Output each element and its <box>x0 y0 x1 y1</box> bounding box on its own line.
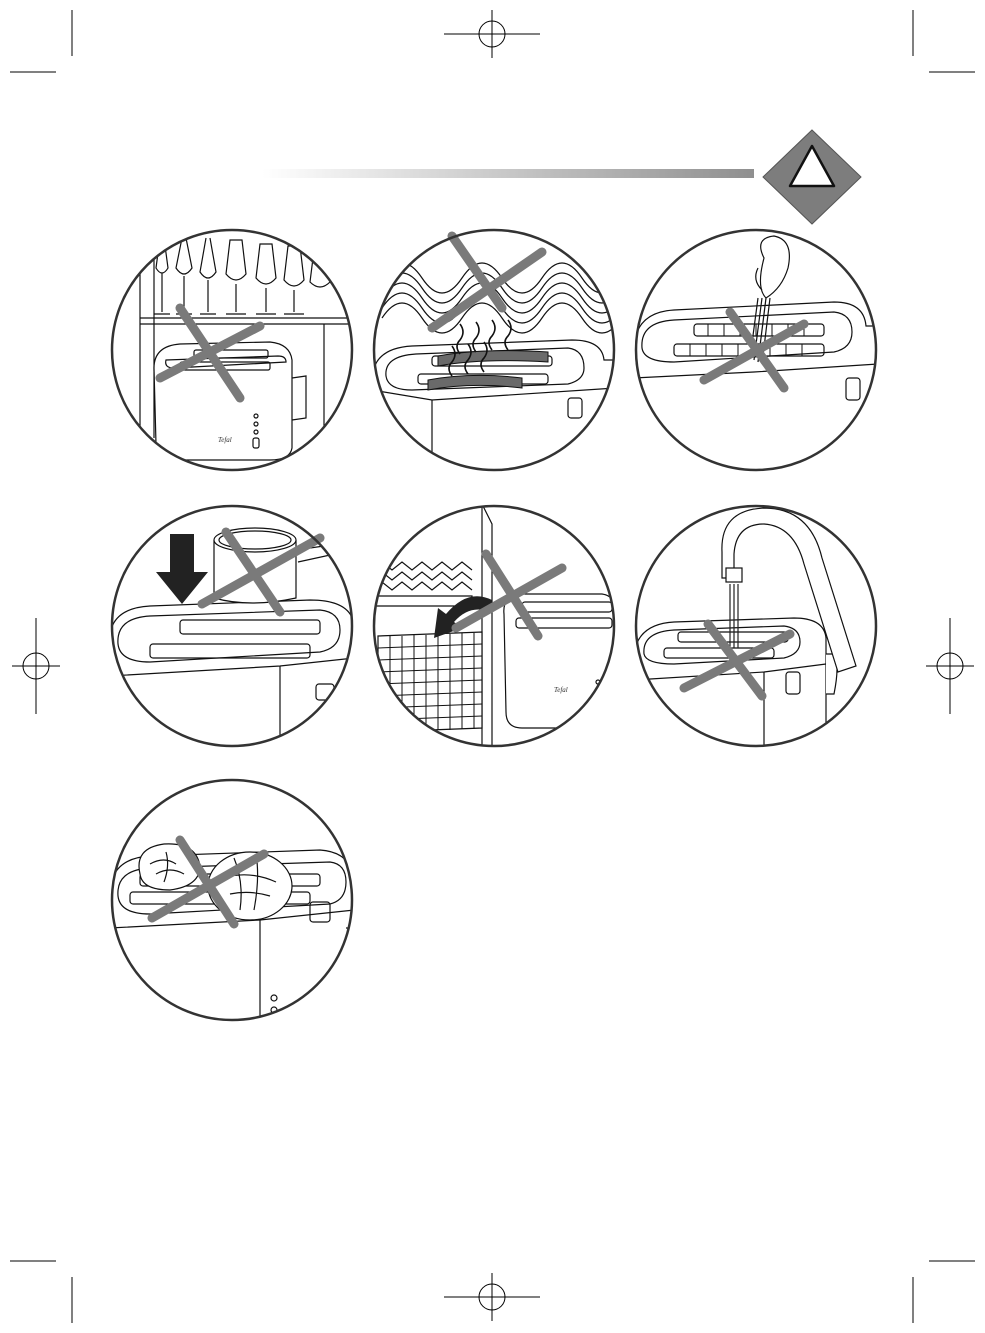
dishwasher-icon: Tefal <box>372 504 616 748</box>
panel-no-water <box>634 504 878 748</box>
tap-water-icon <box>634 504 878 748</box>
panel-no-buns-on-top <box>110 778 354 1022</box>
curtains-fire-icon <box>372 228 616 472</box>
buns-on-toaster-icon <box>110 778 354 1022</box>
registration-target-left <box>12 618 60 714</box>
header-warning-bar <box>0 0 985 240</box>
panel-no-use-under-cupboard: Tefal <box>110 228 354 472</box>
panel-no-dishwasher: Tefal <box>372 504 616 748</box>
panel-no-use-near-curtains <box>372 228 616 472</box>
pan-on-toaster-icon <box>110 504 354 748</box>
registration-target-right <box>926 618 974 714</box>
toaster-under-shelf-icon: Tefal <box>110 228 354 472</box>
fork-in-slot-icon <box>634 228 878 472</box>
panel-nothing-on-top <box>110 504 354 748</box>
down-arrow-icon <box>156 534 208 604</box>
brand-logo-2: Tefal <box>554 686 568 694</box>
brand-logo: Tefal <box>218 436 232 444</box>
registration-target-bottom <box>444 1273 540 1321</box>
warning-triangle-icon <box>763 130 861 224</box>
gradient-bar <box>262 169 754 178</box>
panel-no-metal-utensils <box>634 228 878 472</box>
